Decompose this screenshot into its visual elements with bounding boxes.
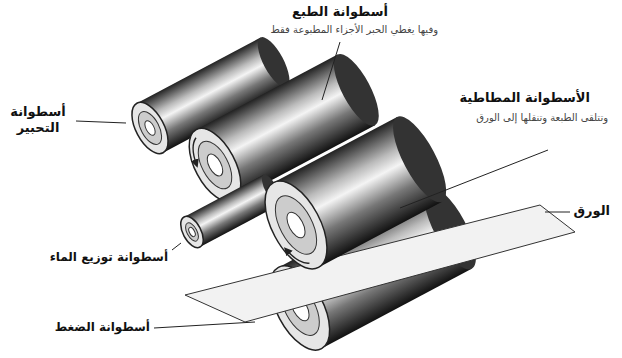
part-note: وفيها يغطي الحبر الأجزاء المطبوعة فقط [269, 24, 440, 37]
part-name: أسطوانة الضغط [53, 320, 152, 335]
part-name: أسطوانة الطبع [290, 4, 390, 20]
part-name: الورق [571, 203, 612, 219]
part-name: الأسطوانة المطاطية [457, 90, 592, 106]
part-name: أسطوانة توزيع الماء [48, 250, 170, 265]
part-note: وتتلقى الطبعة وتنقلها إلى الورق [474, 112, 610, 125]
leader-lines [76, 42, 570, 328]
blanket-cylinder [252, 109, 456, 278]
part-name: أسطوانة التحبير [4, 104, 72, 137]
